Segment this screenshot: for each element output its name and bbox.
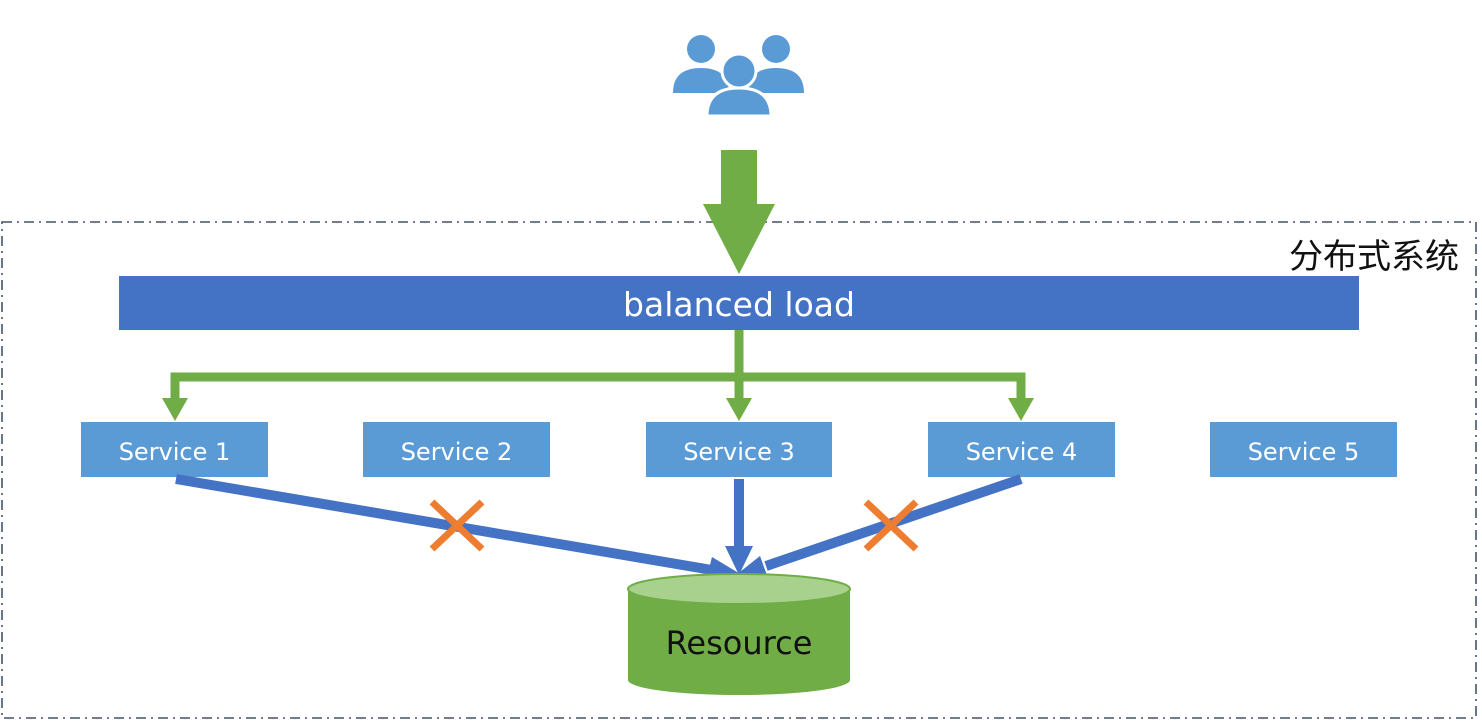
service-label-5: Service 5	[1248, 438, 1360, 466]
arrowhead-service-1	[162, 398, 188, 421]
link-arrowhead-4	[736, 556, 768, 578]
load-balancer: balanced load	[119, 276, 1359, 330]
branch-line	[170, 372, 1026, 402]
system-label: 分布式系统	[1289, 237, 1459, 277]
link-arrowhead-3	[725, 546, 753, 575]
arrowhead-service-3	[726, 398, 752, 421]
cross-mark-icon	[863, 499, 919, 552]
link-service-1	[175, 474, 713, 575]
system-boundary	[1, 221, 1477, 719]
cross-mark-icon	[429, 499, 485, 552]
service-box-4: Service 4	[928, 422, 1115, 477]
service-label-4: Service 4	[966, 438, 1078, 466]
service-box-2: Service 2	[363, 422, 550, 477]
service-box-1: Service 1	[81, 422, 268, 477]
resource-database: Resource	[627, 573, 851, 695]
service-label-2: Service 2	[401, 438, 513, 466]
service-box-3: Service 3	[646, 422, 832, 477]
load-balancer-label: balanced load	[623, 285, 855, 324]
users-group-icon	[673, 35, 804, 118]
distribution-arrows	[170, 330, 1026, 402]
arrowhead-service-4	[1008, 398, 1034, 421]
service-label-1: Service 1	[119, 438, 231, 466]
service-box-5: Service 5	[1210, 422, 1397, 477]
distribution-arrowheads	[162, 398, 1034, 421]
service-label-3: Service 3	[683, 438, 795, 466]
incoming-traffic-arrow	[703, 150, 775, 274]
resource-label: Resource	[666, 624, 813, 662]
load-balancer-box	[119, 276, 1359, 330]
